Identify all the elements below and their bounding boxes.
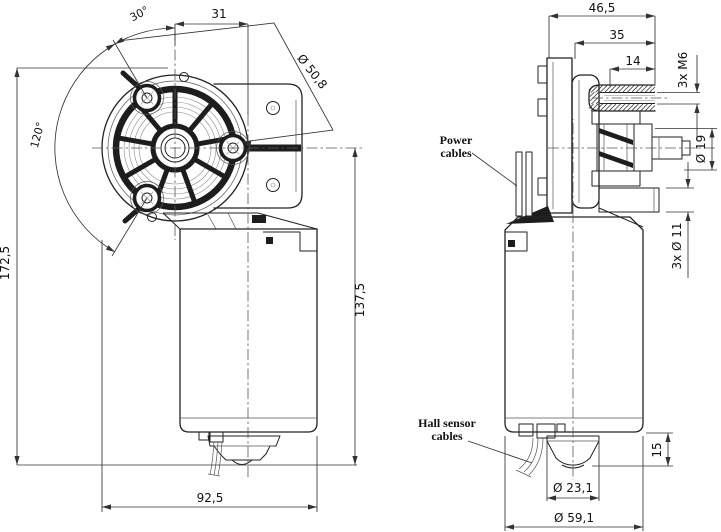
gearbox-housing-front [213, 83, 303, 209]
dim-angle-120: 120° [28, 121, 47, 150]
side-view [504, 57, 718, 480]
dim-depth-total: 46,5 [589, 1, 616, 15]
end-bell-front [198, 431, 281, 477]
mount-hole-boss [598, 187, 660, 228]
hall-cables [515, 437, 544, 478]
power-cables-label-2: cables [440, 146, 472, 160]
dim-shaft-dia: Ø 19 [694, 135, 708, 164]
hall-cables-leader [467, 440, 533, 464]
power-cables [515, 151, 533, 217]
motor-body-side [504, 216, 644, 433]
motor-body-front [179, 228, 318, 433]
dim-boss-length: 14 [625, 54, 640, 68]
end-bell-side [515, 423, 600, 478]
front-view [92, 30, 362, 478]
dim-endbell-height: 15 [650, 442, 664, 457]
dim-motor-dia: Ø 59,1 [554, 511, 594, 525]
hall-cables-label-1: Hall sensor [418, 416, 476, 430]
m6-boss-section [588, 84, 656, 112]
connector-notch-side [505, 231, 528, 252]
power-cables-label-1: Power [440, 133, 473, 147]
hall-cables-label-2: cables [431, 429, 463, 443]
dim-endbell-dia: Ø 23,1 [553, 481, 593, 495]
dim-angle-30: 30° [128, 4, 151, 25]
dim-mount-thread: 3x M6 [676, 52, 690, 89]
power-cables-leader [471, 152, 518, 187]
shoulder-front [162, 212, 318, 230]
dim-axis-offset: 31 [211, 7, 226, 21]
worm-gear-side [591, 110, 691, 187]
gearbox-housing-side [571, 74, 600, 209]
dim-total-height: 172,5 [0, 246, 12, 280]
front-cables [207, 441, 223, 477]
dim-body-width: 92,5 [197, 491, 224, 505]
dim-depth-gearbox: 35 [609, 28, 624, 42]
gear-wheel [101, 70, 301, 224]
dim-mount-holes: 3x Ø 11 [670, 222, 684, 269]
dim-body-height: 137,5 [353, 283, 367, 317]
shaft-collar [633, 123, 653, 172]
mounting-plate [537, 57, 573, 214]
dim-bolt-circle: Ø 50,8 [294, 51, 330, 91]
connector-notch-front [263, 231, 317, 252]
